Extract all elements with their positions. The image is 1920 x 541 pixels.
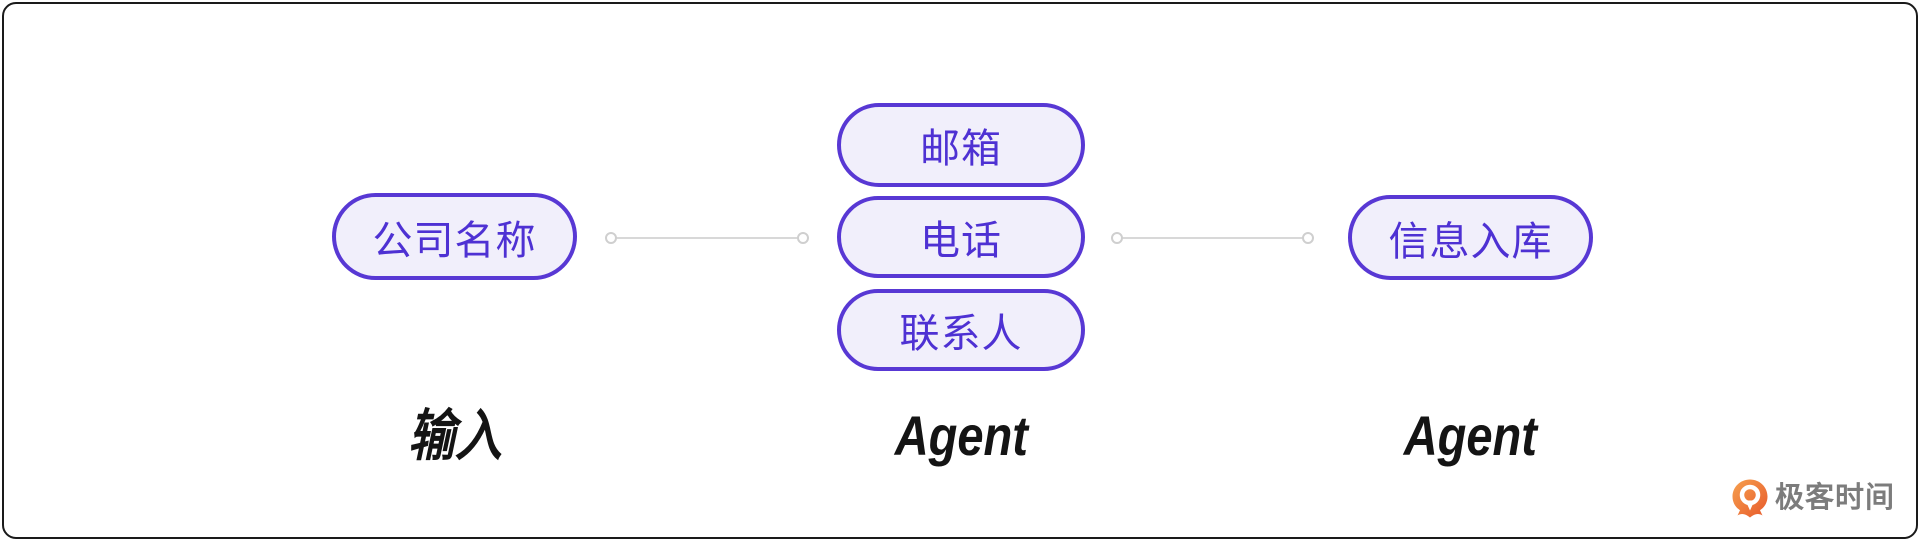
node-info-storage-label: 信息入库 [1388, 219, 1553, 264]
node-phone: 电话 [837, 196, 1085, 278]
node-contact-person: 联系人 [837, 289, 1085, 371]
node-email: 邮箱 [837, 103, 1085, 187]
node-company-name-label: 公司名称 [372, 218, 537, 263]
node-contact-person-label: 联系人 [899, 312, 1023, 356]
geektime-logo-text: 极客时间 [1775, 482, 1896, 514]
connector-line-agent-to-agent [1117, 237, 1308, 239]
stage-label-input: 输入 [407, 404, 502, 467]
connector-dot [605, 232, 617, 244]
node-phone-label: 电话 [920, 219, 1002, 263]
node-email-label: 邮箱 [920, 127, 1002, 171]
connector-dot [797, 232, 809, 244]
stage-label-agent-2: Agent [1403, 404, 1538, 467]
stage-label-agent-1: Agent [894, 404, 1028, 467]
connector-dot [1111, 232, 1123, 244]
connector-line-input-to-agent [611, 237, 803, 239]
node-info-storage: 信息入库 [1348, 195, 1593, 280]
geektime-logo-icon [1732, 479, 1768, 518]
geektime-logo: 极客时间 [1732, 479, 1895, 518]
connector-dot [1302, 232, 1314, 244]
node-company-name: 公司名称 [332, 193, 577, 280]
